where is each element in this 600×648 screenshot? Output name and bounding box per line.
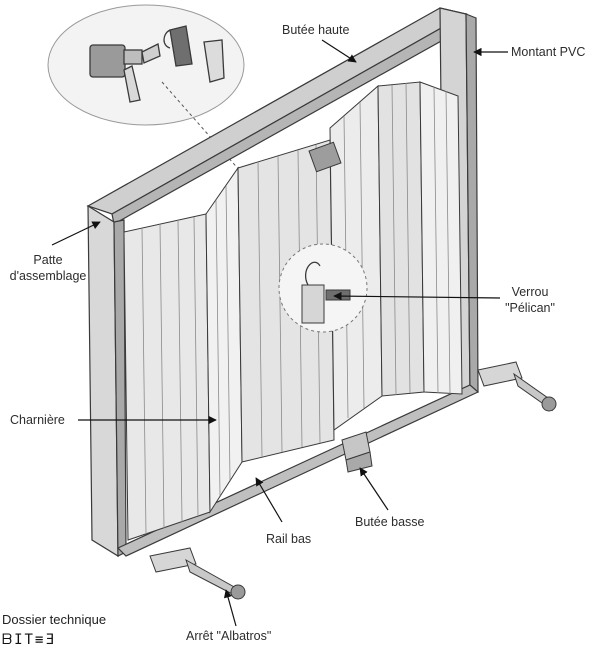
arrow-butee-basse (359, 467, 389, 511)
arrow-rail-bas (255, 477, 283, 523)
detail-zoom-ellipse (47, 4, 245, 126)
albatros-stop-left (149, 547, 246, 600)
label-patte-assemblage: Patte d'assemblage (2, 252, 94, 284)
footer-title: Dossier technique (2, 612, 107, 627)
label-rail-bas: Rail bas (266, 532, 312, 546)
label-butee-basse: Butée basse (355, 515, 425, 529)
arrow-patte (51, 221, 101, 246)
label-charniere: Charnière (10, 413, 65, 427)
label-patte-line2: d'assemblage (9, 269, 87, 283)
hinge-bracket-part (89, 43, 161, 103)
label-montant-pvc: Montant PVC (511, 45, 586, 59)
footer-brand-mark: ᗷIT≡Ǝ (2, 632, 56, 648)
bottom-stop-part (341, 431, 373, 473)
hook-part (163, 25, 193, 67)
arrow-butee-haute (321, 39, 357, 63)
label-arret-albatros: Arrêt "Albatros" (186, 629, 272, 643)
label-verrou-line1: Verrou (511, 285, 549, 299)
lock-detail-circle (278, 243, 368, 333)
arrow-verrou (333, 291, 501, 301)
callout-arrows (51, 39, 508, 627)
albatros-stop-right (477, 361, 557, 412)
upper-bracket (308, 141, 342, 173)
panel-group-right (329, 81, 463, 431)
label-verrou-pelican: Verrou "Pélican" (480, 284, 580, 316)
label-butee-haute: Butée haute (282, 23, 350, 37)
panel-group-left (123, 139, 335, 541)
label-patte-line1: Patte (33, 253, 63, 267)
clip-part (203, 39, 225, 83)
arrow-arret-albatros (223, 589, 237, 627)
label-verrou-line2: "Pélican" (505, 301, 555, 315)
